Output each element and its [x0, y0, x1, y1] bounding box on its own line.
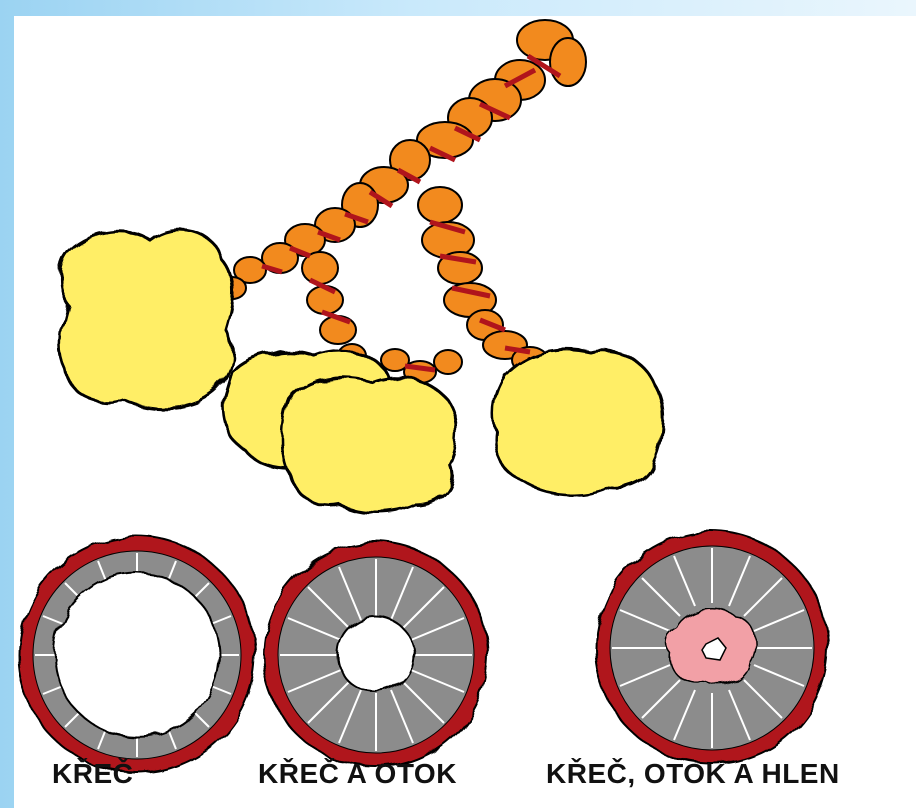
alveolus-cluster-left — [58, 228, 235, 410]
alveolus-cluster-center — [281, 375, 459, 514]
caption-spasm-swelling: KŘEČ A OTOK — [258, 758, 457, 789]
cross-section-spasm-swelling-mucus — [595, 531, 829, 765]
alveolus-cluster-right — [491, 347, 666, 496]
caption-spasm-swelling-mucus: KŘEČ, OTOK A HLEN — [546, 758, 840, 789]
caption-spasm: KŘEČ — [52, 758, 134, 789]
bronchus-segments — [217, 19, 587, 384]
cross-section-spasm-swelling — [263, 542, 489, 768]
cross-section-spasm — [18, 536, 256, 774]
bronchial-tree — [217, 19, 587, 384]
muscle-bands — [261, 53, 562, 373]
alveoli — [58, 228, 666, 514]
residual-lumen — [701, 637, 727, 661]
